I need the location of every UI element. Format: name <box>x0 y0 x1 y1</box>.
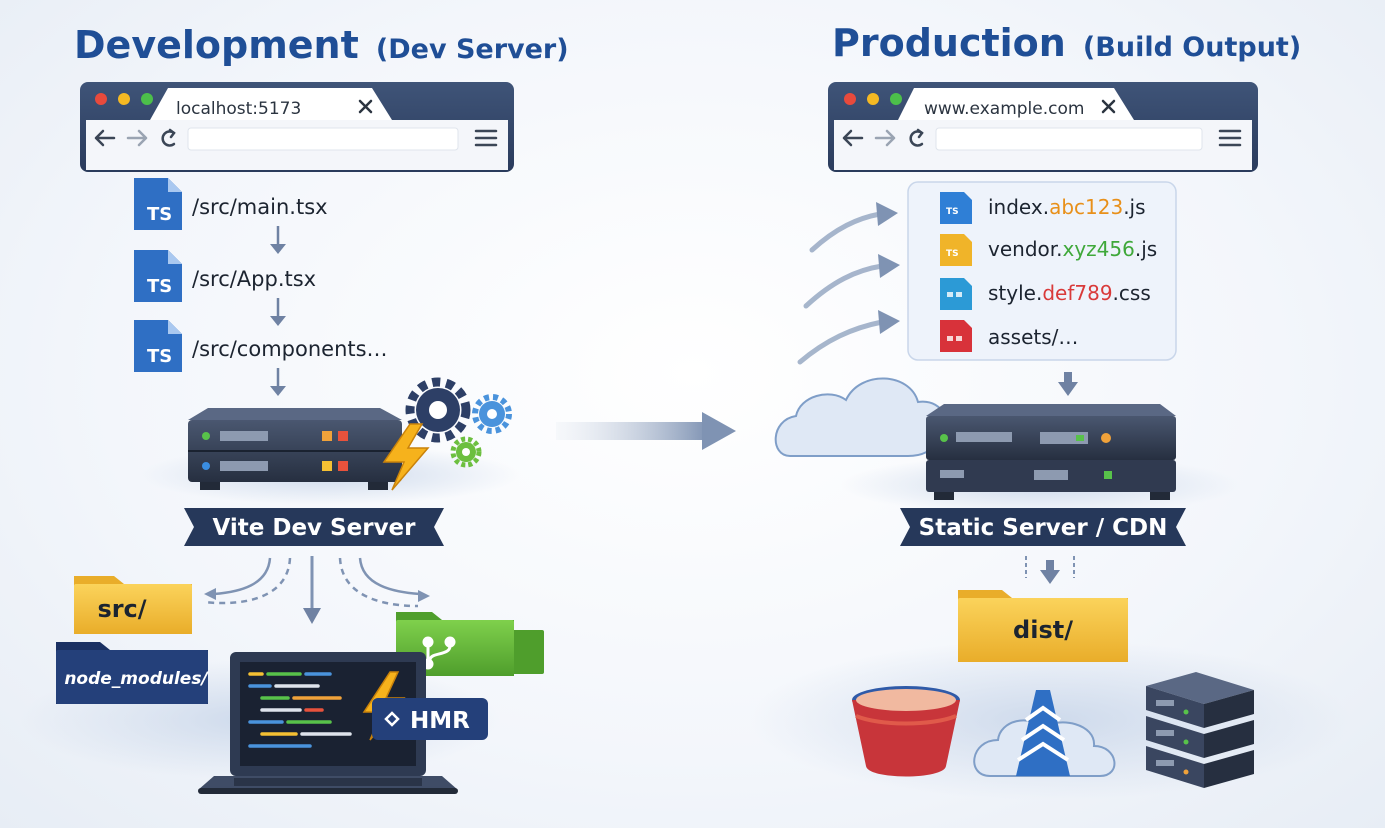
ts-badge: TS <box>147 204 172 225</box>
asset-name: assets/… <box>988 325 1078 349</box>
asset-item: TS vendor.xyz456.js <box>940 234 1157 266</box>
dev-browser-tab[interactable] <box>150 88 392 120</box>
prod-browser-tab[interactable] <box>898 88 1134 120</box>
lightning-icon <box>382 423 430 491</box>
down-arrow-icon <box>1058 372 1078 396</box>
asset-item: style.def789.css <box>940 278 1151 310</box>
dev-server-graphic <box>140 377 520 505</box>
ts-badge: TS <box>147 346 172 367</box>
forward-arrow-icon[interactable] <box>874 129 896 147</box>
code-lines <box>248 672 352 748</box>
prod-subtitle: (Build Output) <box>1083 32 1301 63</box>
prod-title: Production <box>832 21 1066 65</box>
back-arrow-icon[interactable] <box>842 129 864 147</box>
file-item: TS /src/App.tsx <box>134 250 316 302</box>
vite-dev-server-label: Vite Dev Server <box>212 515 416 541</box>
asset-item: assets/… <box>940 320 1078 352</box>
asset-name: vendor.xyz456.js <box>988 237 1157 261</box>
dev-browser-url: localhost:5173 <box>176 99 301 119</box>
dev-address-bar[interactable] <box>187 127 459 151</box>
file-name: /src/components… <box>192 337 388 361</box>
close-icon[interactable] <box>1101 99 1116 114</box>
minimize-dot-icon[interactable] <box>867 93 879 105</box>
asset-item: TS index.abc123.js <box>940 192 1146 224</box>
static-server-ribbon: Static Server / CDN <box>900 508 1186 546</box>
prod-section: Production (Build Output) www.example.co… <box>750 21 1350 800</box>
asset-name: style.def789.css <box>988 281 1151 305</box>
laptop-icon <box>198 652 458 794</box>
dev-section: Development (Dev Server) localhost:5173 <box>20 23 569 794</box>
vite-dev-server-ribbon: Vite Dev Server <box>184 508 444 546</box>
arrowhead <box>270 316 286 326</box>
asset-name: index.abc123.js <box>988 195 1146 219</box>
gear-icon <box>450 436 482 468</box>
ts-badge: TS <box>147 276 172 297</box>
build-transition-arrow <box>556 412 736 450</box>
down-arrow-icon <box>1025 556 1075 584</box>
file-item: TS /src/components… <box>134 320 388 372</box>
diamond-icon <box>384 711 400 727</box>
dev-title: Development <box>74 23 359 67</box>
close-icon[interactable] <box>358 99 373 114</box>
incoming-arrows <box>797 211 885 365</box>
dev-subtitle: (Dev Server) <box>376 34 569 65</box>
reload-icon[interactable] <box>161 128 176 147</box>
storage-bucket-icon <box>852 686 960 777</box>
asset-badge: TS <box>946 249 959 259</box>
file-item: TS /src/main.tsx <box>134 178 328 230</box>
prod-address-bar[interactable] <box>935 127 1203 151</box>
hmr-badge: HMR <box>372 698 488 740</box>
node-modules-folder-icon: node_modules/ <box>56 642 209 704</box>
node-modules-folder-label: node_modules/ <box>64 669 209 689</box>
server-rack-icon <box>1146 672 1254 788</box>
src-folder-icon: src/ <box>74 576 192 634</box>
gear-icon <box>472 394 512 434</box>
arrowhead <box>270 386 286 396</box>
build-assets-panel: TS index.abc123.js TS vendor.xyz456.js s… <box>907 181 1177 361</box>
reload-icon[interactable] <box>909 128 924 147</box>
dist-folder-label: dist/ <box>1013 616 1073 644</box>
hamburger-menu-icon[interactable] <box>474 129 498 147</box>
prod-browser-window: www.example.com <box>828 82 1258 172</box>
maximize-dot-icon[interactable] <box>141 93 153 105</box>
file-name: /src/App.tsx <box>192 267 316 291</box>
static-server-label: Static Server / CDN <box>919 515 1168 541</box>
maximize-dot-icon[interactable] <box>890 93 902 105</box>
svg-text:Development (Dev Server): Development (Dev Server) <box>74 23 569 67</box>
close-dot-icon[interactable] <box>95 93 107 105</box>
module-chain: TS /src/main.tsx TS /src/App.tsx TS /src… <box>134 178 388 396</box>
static-server-graphic <box>926 404 1176 500</box>
back-arrow-icon[interactable] <box>94 129 116 147</box>
dev-browser-window: localhost:5173 <box>80 82 514 172</box>
cdn-tower-icon <box>973 690 1116 777</box>
gear-icon <box>405 377 471 443</box>
svg-text:Production (Build Output: Production (Build Output) <box>832 21 1301 65</box>
git-branch-icon <box>422 636 456 670</box>
minimize-dot-icon[interactable] <box>118 93 130 105</box>
fan-out-arrows <box>203 556 421 612</box>
prod-browser-url: www.example.com <box>924 99 1084 119</box>
src-folder-label: src/ <box>97 595 146 623</box>
close-dot-icon[interactable] <box>844 93 856 105</box>
hmr-label: HMR <box>410 708 470 734</box>
asset-badge: TS <box>946 207 959 217</box>
arrowhead <box>270 244 286 254</box>
dist-folder-icon: dist/ <box>958 590 1128 662</box>
file-name: /src/main.tsx <box>192 195 328 219</box>
cloud-icon <box>774 377 947 457</box>
hamburger-menu-icon[interactable] <box>1218 129 1242 147</box>
forward-arrow-icon[interactable] <box>126 129 148 147</box>
